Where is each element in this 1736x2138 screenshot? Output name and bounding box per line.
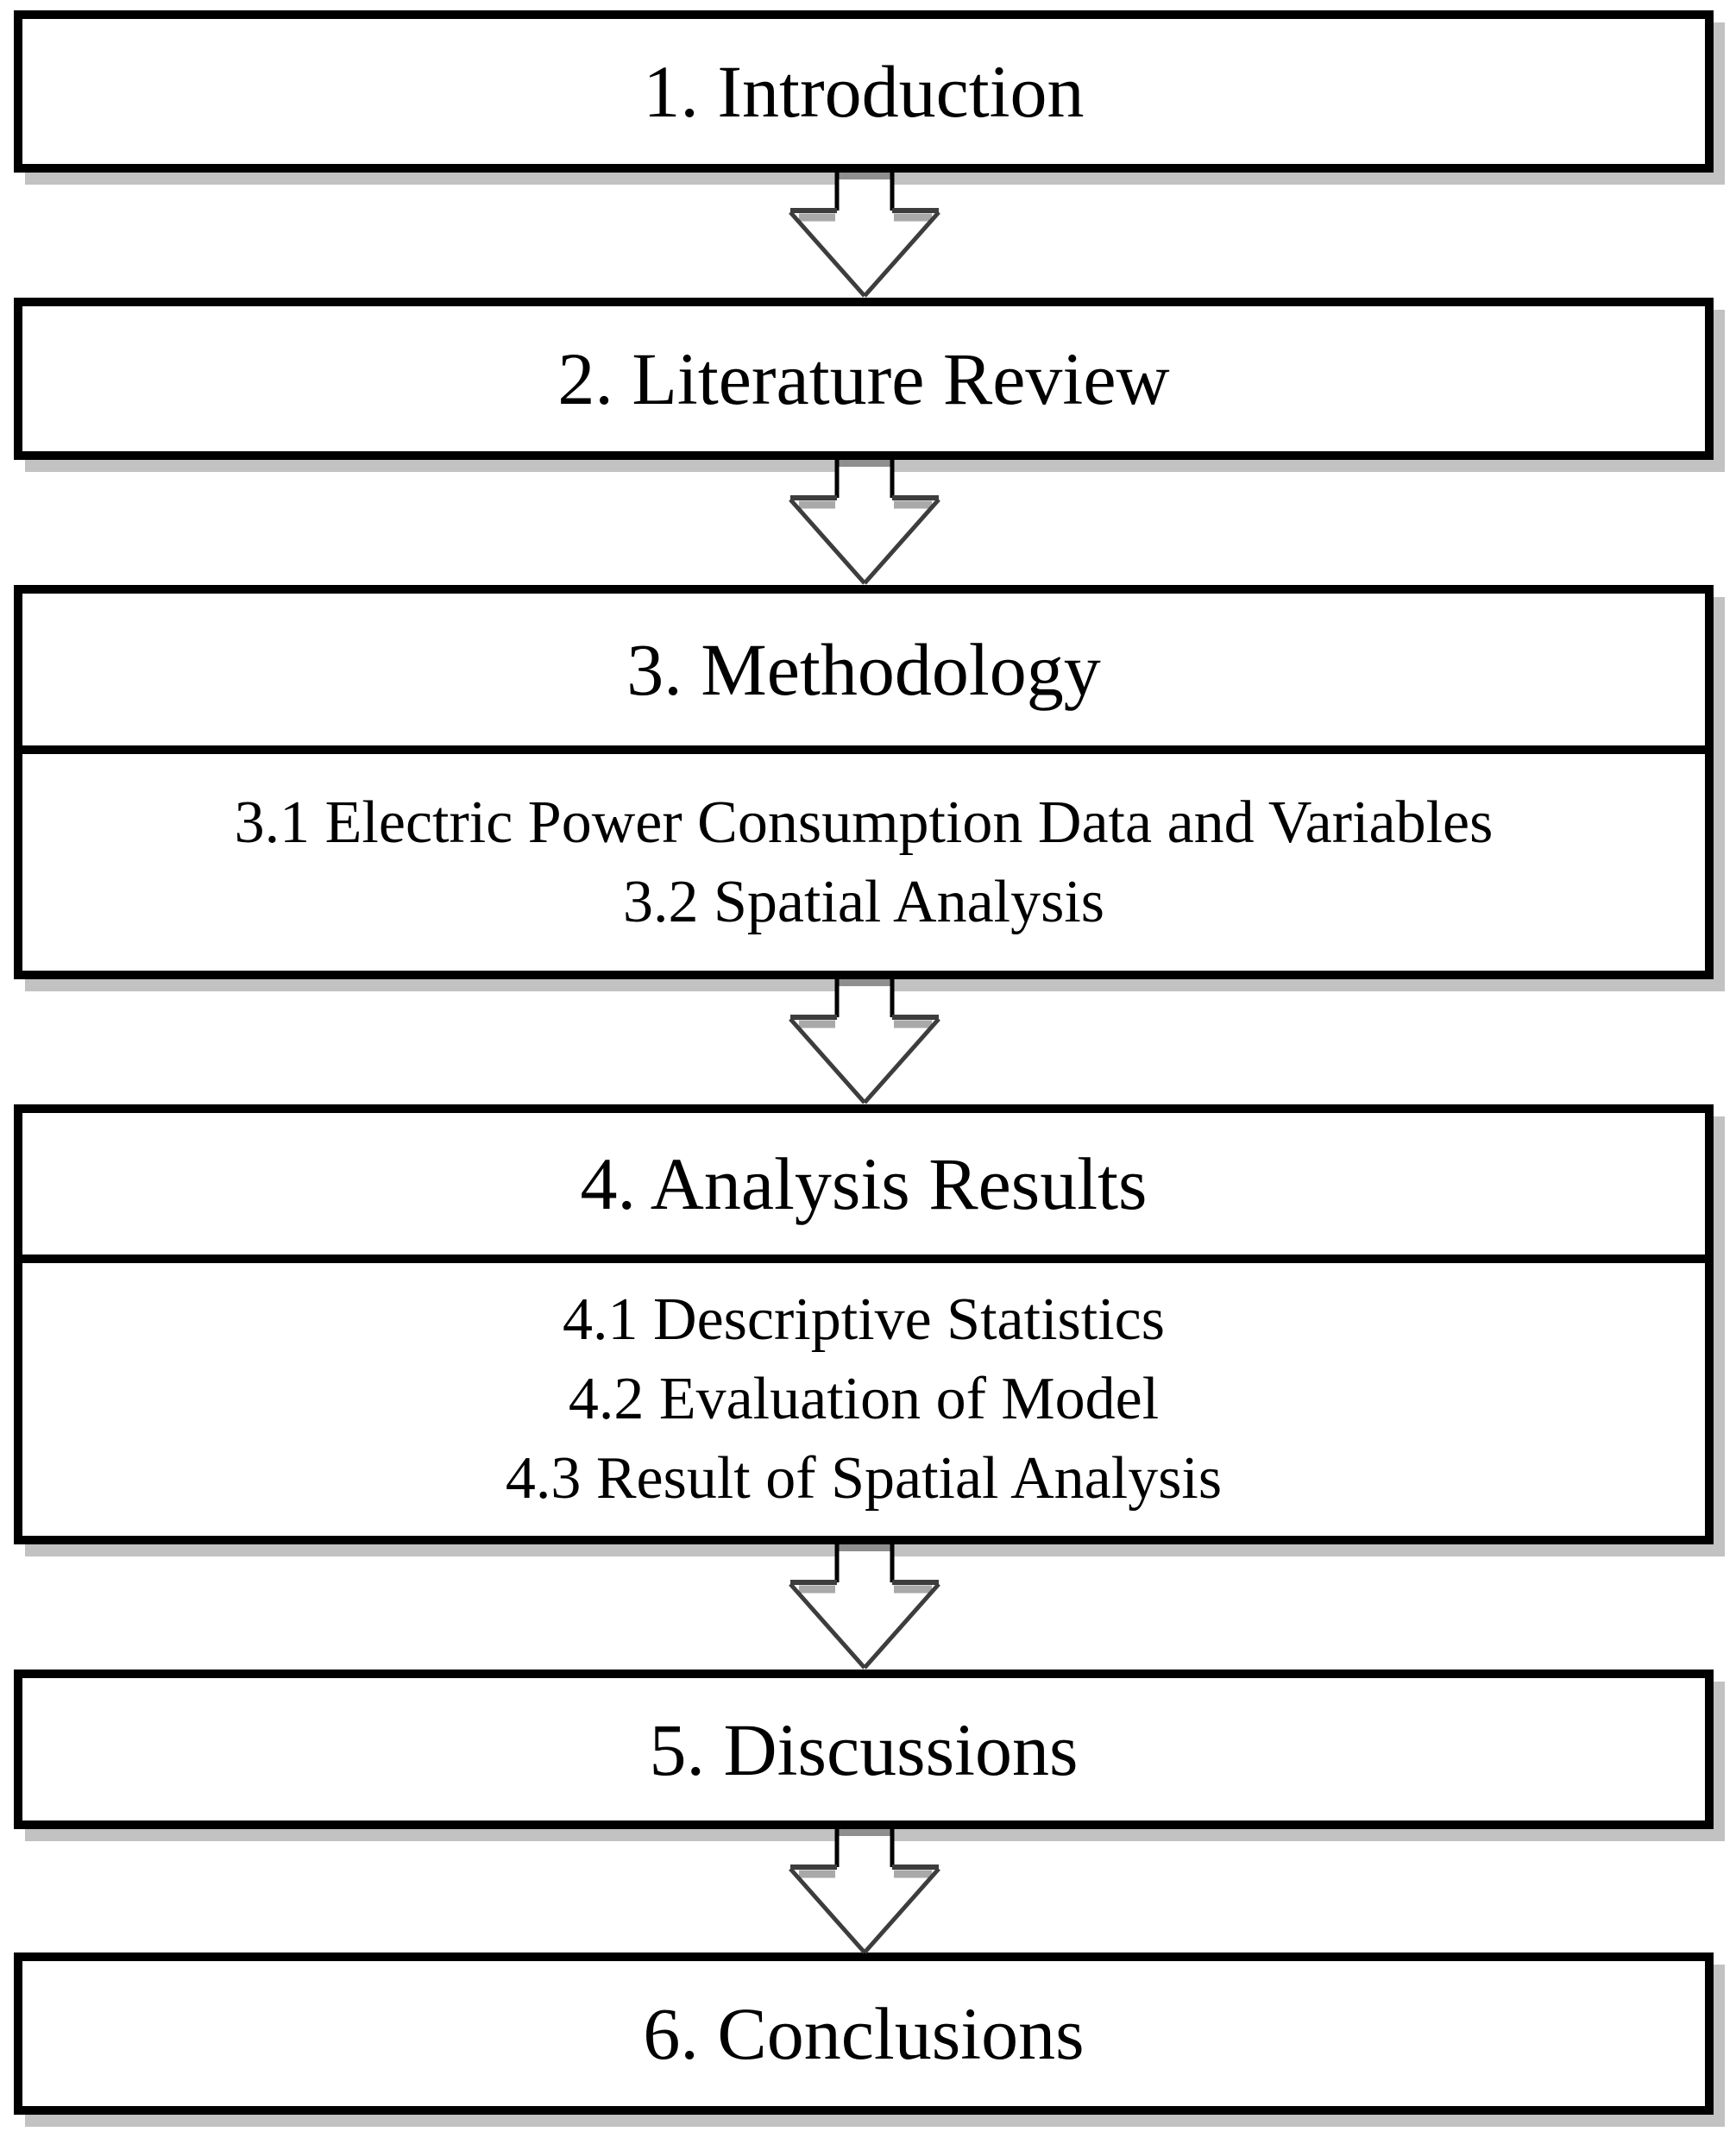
section-divider: [22, 745, 1705, 754]
node-label: 6. Conclusions: [643, 1992, 1085, 2075]
node-label: 5. Discussions: [649, 1707, 1079, 1791]
subitem: 3.2 Spatial Analysis: [622, 868, 1105, 935]
down-arrow-icon: [787, 1829, 942, 1954]
node-label: 3. Methodology: [626, 628, 1101, 711]
node-conclusions: 6. Conclusions: [14, 1952, 1714, 2115]
subitem: 3.1 Electric Power Consumption Data and …: [234, 789, 1494, 856]
subitem: 4.3 Result of Spatial Analysis: [505, 1445, 1223, 1512]
down-arrow-icon: [787, 979, 942, 1104]
section-divider: [22, 1255, 1705, 1263]
subitem: 4.2 Evaluation of Model: [568, 1366, 1160, 1432]
subitem: 4.1 Descriptive Statistics: [563, 1286, 1165, 1353]
down-arrow-icon: [787, 1544, 942, 1670]
node-label: 1. Introduction: [643, 50, 1085, 133]
node-label: 4. Analysis Results: [580, 1142, 1148, 1225]
node-methodology-header: 3. Methodology: [22, 594, 1705, 745]
node-label: 2. Literature Review: [557, 337, 1170, 420]
node-analysis-results: 4. Analysis Results 4.1 Descriptive Stat…: [14, 1104, 1714, 1544]
node-analysis-results-subitems: 4.1 Descriptive Statistics 4.2 Evaluatio…: [22, 1263, 1705, 1536]
node-literature-review: 2. Literature Review: [14, 298, 1714, 460]
node-methodology: 3. Methodology 3.1 Electric Power Consum…: [14, 585, 1714, 979]
node-discussions: 5. Discussions: [14, 1670, 1714, 1829]
node-introduction: 1. Introduction: [14, 10, 1714, 173]
node-methodology-subitems: 3.1 Electric Power Consumption Data and …: [22, 754, 1705, 971]
down-arrow-icon: [787, 460, 942, 585]
down-arrow-icon: [787, 173, 942, 298]
node-analysis-results-header: 4. Analysis Results: [22, 1113, 1705, 1255]
